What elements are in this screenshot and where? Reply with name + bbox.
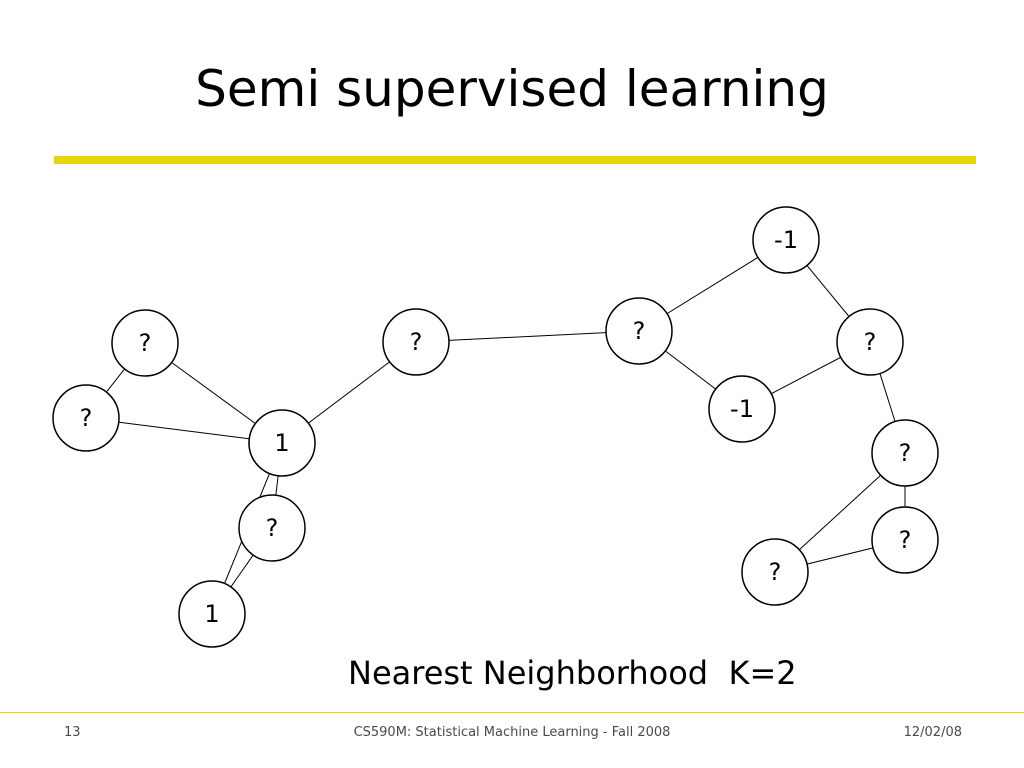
node-circle bbox=[741, 538, 809, 606]
graph-node-n1: ? bbox=[111, 309, 179, 377]
graph-node-n2: ? bbox=[52, 384, 120, 452]
node-circle bbox=[836, 308, 904, 376]
node-label: ? bbox=[899, 526, 912, 554]
graph-node-n6: ? bbox=[382, 308, 450, 376]
graph-node-n8: -1 bbox=[752, 206, 820, 274]
node-label: 1 bbox=[274, 429, 289, 457]
node-label: ? bbox=[80, 404, 93, 432]
node-label: 1 bbox=[204, 600, 219, 628]
node-circle bbox=[178, 580, 246, 648]
node-circle bbox=[871, 419, 939, 487]
node-label: ? bbox=[633, 317, 646, 345]
node-label: ? bbox=[266, 514, 279, 542]
graph-node-n3: 1 bbox=[248, 409, 316, 477]
page-number: 13 bbox=[64, 725, 81, 740]
node-circle bbox=[238, 494, 306, 562]
node-circle bbox=[52, 384, 120, 452]
diagram-caption: Nearest Neighborhood K=2 bbox=[348, 654, 797, 692]
node-label: -1 bbox=[774, 226, 798, 254]
node-label: -1 bbox=[730, 395, 754, 423]
title-underline bbox=[54, 156, 976, 164]
graph-node-n9: ? bbox=[836, 308, 904, 376]
graph-node-n12: ? bbox=[871, 506, 939, 574]
node-circle bbox=[752, 206, 820, 274]
slide-title: Semi supervised learning bbox=[195, 60, 829, 118]
node-circle bbox=[708, 375, 776, 443]
footer-date: 12/02/08 bbox=[903, 725, 962, 740]
graph-node-n13: ? bbox=[741, 538, 809, 606]
node-circle bbox=[111, 309, 179, 377]
node-circle bbox=[382, 308, 450, 376]
node-circle bbox=[248, 409, 316, 477]
node-circle bbox=[871, 506, 939, 574]
node-label: ? bbox=[899, 439, 912, 467]
node-label: ? bbox=[410, 328, 423, 356]
node-label: ? bbox=[769, 558, 782, 586]
node-label: ? bbox=[864, 328, 877, 356]
graph-node-n10: -1 bbox=[708, 375, 776, 443]
graph-node-n7: ? bbox=[605, 297, 673, 365]
graph-nodes: ?? 1? 1?? -1? -1??? bbox=[52, 206, 939, 648]
node-circle bbox=[605, 297, 673, 365]
footer-course: CS590M: Statistical Machine Learning - F… bbox=[353, 725, 671, 740]
graph-node-n4: ? bbox=[238, 494, 306, 562]
graph-node-n5: 1 bbox=[178, 580, 246, 648]
node-label: ? bbox=[139, 329, 152, 357]
graph-node-n11: ? bbox=[871, 419, 939, 487]
footer-divider bbox=[0, 712, 1024, 713]
graph-edge-n6-n7 bbox=[415, 330, 640, 343]
